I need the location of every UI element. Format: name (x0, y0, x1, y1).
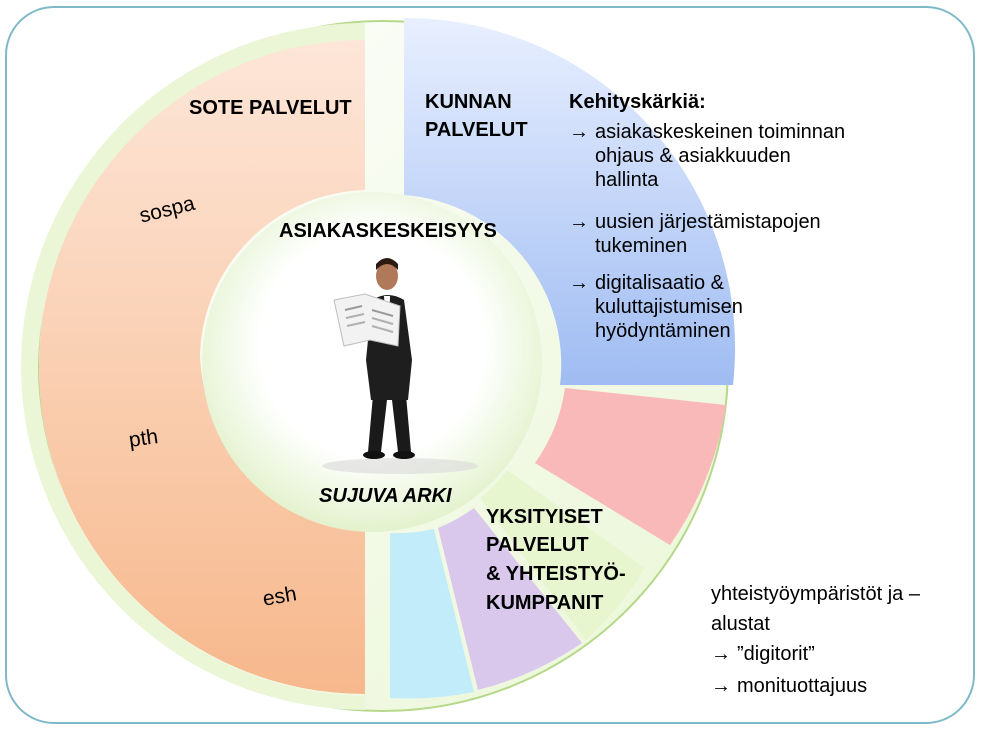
kunta-bullet-1-line-2: ohjaus & asiakkuuden (595, 145, 791, 167)
kunta-bullet-1-line-1: asiakaskeskeinen toiminnan (595, 121, 846, 143)
sote-item-pth: pth (127, 425, 160, 452)
kunta-bullet-2-line-2: tukeminen (595, 235, 688, 257)
sote-inner-band (38, 40, 365, 695)
platforms-bullet-2: → monituottajuus (711, 674, 867, 698)
lilac-segment (438, 508, 582, 690)
arrow-right-icon: → (711, 675, 731, 697)
private-title-line-2: PALVELUT (486, 534, 589, 556)
kunta-bullet-1-text: asiakaskeskeinen toiminnan ohjaus & asia… (595, 120, 845, 192)
private-title-line-1: YKSITYISET (486, 506, 603, 528)
center-title: ASIAKASKESKEISYYS (279, 220, 497, 242)
kunta-title-line-2: PALVELUT (425, 119, 528, 141)
kunta-bullet-3-line-1: digitalisaatio & (595, 272, 724, 294)
kunta-bullet-1-line-3: hallinta (595, 169, 659, 191)
arrow-right-icon: → (711, 643, 731, 665)
pink-segment (535, 388, 726, 545)
kunta-bullet-2-text: uusien järjestämistapojen tukeminen (595, 210, 821, 258)
arrow-right-icon: → (569, 211, 589, 233)
platforms-line-1: yhteistyöympäristöt ja – (711, 583, 920, 605)
platforms-bullet-2-text: monituottajuus (737, 675, 868, 697)
kunta-bullet-3-line-3: hyödyntäminen (595, 320, 731, 342)
kunta-bullet-3-text: digitalisaatio & kuluttajistumisen hyödy… (595, 271, 743, 343)
kunta-bullet-2: → uusien järjestämistapojen tukeminen (569, 210, 821, 258)
kunta-segment (404, 17, 736, 385)
center-subtitle: SUJUVA ARKI (319, 485, 452, 507)
platforms-bullet-1: → ”digitorit” (711, 642, 815, 666)
green-segment (480, 470, 645, 640)
kunta-bullet-2-line-1: uusien järjestämistapojen (595, 211, 821, 233)
kunta-title-line-1: KUNNAN (425, 91, 512, 113)
platforms-bullet-1-text: ”digitorit” (737, 643, 815, 665)
platforms-line-2: alustat (711, 613, 770, 635)
kunta-bullet-3: → digitalisaatio & kuluttajistumisen hyö… (569, 271, 743, 343)
kunta-heading: Kehityskärkiä: (569, 91, 706, 113)
arrow-right-icon: → (569, 272, 589, 294)
cyan-segment (390, 529, 474, 699)
private-title-line-3: & YHTEISTYÖ- (486, 563, 626, 585)
private-title-line-4: KUMPPANIT (486, 592, 604, 614)
businessman-reading-newspaper-icon (322, 258, 478, 474)
kunta-bullet-1: → asiakaskeskeinen toiminnan ohjaus & as… (569, 120, 845, 192)
kunta-bullet-3-line-2: kuluttajistumisen (595, 296, 743, 318)
sote-title: SOTE PALVELUT (189, 97, 352, 119)
arrow-right-icon: → (569, 121, 589, 143)
